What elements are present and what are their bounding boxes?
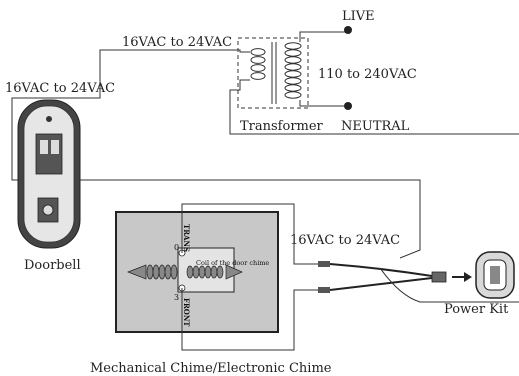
doorbell-terminal-slot bbox=[51, 140, 59, 154]
transformer-label: Transformer bbox=[240, 119, 324, 134]
power-kit-connector-icon bbox=[490, 266, 500, 284]
mains-voltage-label: 110 to 240VAC bbox=[318, 67, 417, 82]
transformer: Transformer bbox=[237, 37, 324, 134]
harness-plug bbox=[431, 271, 447, 283]
trans-label: TRANS bbox=[182, 224, 191, 252]
terminal-top-label: 0 bbox=[174, 243, 179, 252]
doorbell-camera-icon bbox=[46, 116, 52, 122]
coil-label: Coil of the door chime bbox=[196, 259, 269, 267]
chime-coil bbox=[127, 264, 243, 280]
left-voltage-label: 16VAC to 24VAC bbox=[5, 81, 115, 96]
live-label: LIVE bbox=[342, 9, 375, 24]
doorbell-button-icon bbox=[42, 204, 54, 216]
doorbell: Doorbell bbox=[17, 99, 81, 273]
transformer-primary-coil bbox=[284, 42, 302, 99]
arrow-head-icon bbox=[464, 272, 472, 282]
power-kit: Power Kit bbox=[444, 251, 515, 317]
chime-label: Mechanical Chime/Electronic Chime bbox=[90, 361, 332, 376]
top-voltage-label: 16VAC to 24VAC bbox=[122, 35, 232, 50]
doorbell-label: Doorbell bbox=[24, 258, 81, 273]
power-kit-harness: 16VAC to 24VAC bbox=[290, 233, 519, 303]
chime-wiring bbox=[181, 203, 318, 351]
terminal-bottom-label: 3 bbox=[174, 293, 179, 302]
transformer-housing bbox=[237, 37, 309, 109]
power-kit-label: Power Kit bbox=[444, 302, 509, 317]
live-terminal bbox=[344, 26, 352, 34]
wire-connector bbox=[318, 261, 330, 267]
doorbell-terminal-slot bbox=[40, 140, 48, 154]
chime-voltage-label: 16VAC to 24VAC bbox=[290, 233, 400, 248]
neutral-label: NEUTRAL bbox=[341, 119, 410, 134]
transformer-secondary-coil bbox=[250, 48, 266, 80]
wire-connector bbox=[318, 287, 330, 293]
neutral-terminal bbox=[344, 102, 352, 110]
chime: Coil of the door chime 0 3 TRANS FRONT M… bbox=[90, 203, 332, 376]
low-voltage-wiring bbox=[11, 49, 519, 259]
front-label: FRONT bbox=[182, 298, 191, 327]
